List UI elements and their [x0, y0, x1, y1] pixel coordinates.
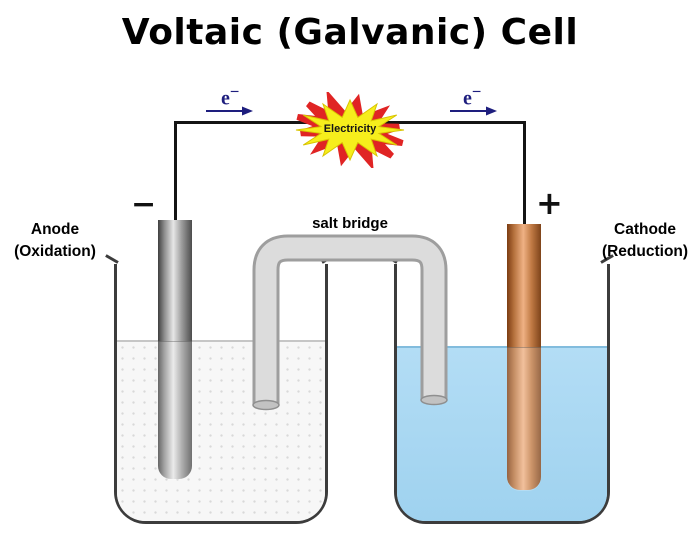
electron-symbol: e	[463, 87, 472, 110]
page-title: Voltaic (Galvanic) Cell	[121, 12, 579, 53]
electron-label-left: e−	[221, 82, 239, 111]
electron-charge: −	[229, 82, 240, 101]
wire-right-vertical	[523, 121, 526, 227]
cathode-name: Cathode	[614, 221, 676, 238]
electron-charge: −	[471, 82, 482, 101]
anode-label: Anode (Oxidation)	[0, 219, 110, 262]
cathode-sign: +	[536, 184, 563, 222]
electron-symbol: e	[221, 87, 230, 110]
beaker-right	[394, 264, 610, 524]
electricity-label: Electricity	[323, 123, 377, 135]
electron-arrow-right-icon	[450, 106, 497, 116]
anode-solution	[117, 340, 325, 521]
electricity-burst-icon	[295, 92, 405, 168]
anode-sign: −	[131, 187, 157, 222]
electron-arrow-left-icon	[206, 106, 253, 116]
electron-label-right: e−	[463, 82, 481, 111]
electrode-anode-submerged	[158, 341, 192, 480]
salt-bridge-label: salt bridge	[312, 215, 388, 232]
beaker-left	[114, 264, 328, 524]
cathode-label: Cathode (Reduction)	[592, 219, 698, 262]
cathode-process: (Reduction)	[601, 242, 689, 260]
anode-process: (Oxidation)	[14, 242, 96, 260]
salt-bridge-tube	[252, 234, 448, 411]
anode-name: Anode	[30, 221, 80, 238]
wire-left-vertical	[174, 121, 177, 222]
electrode-cathode-submerged	[507, 347, 541, 491]
